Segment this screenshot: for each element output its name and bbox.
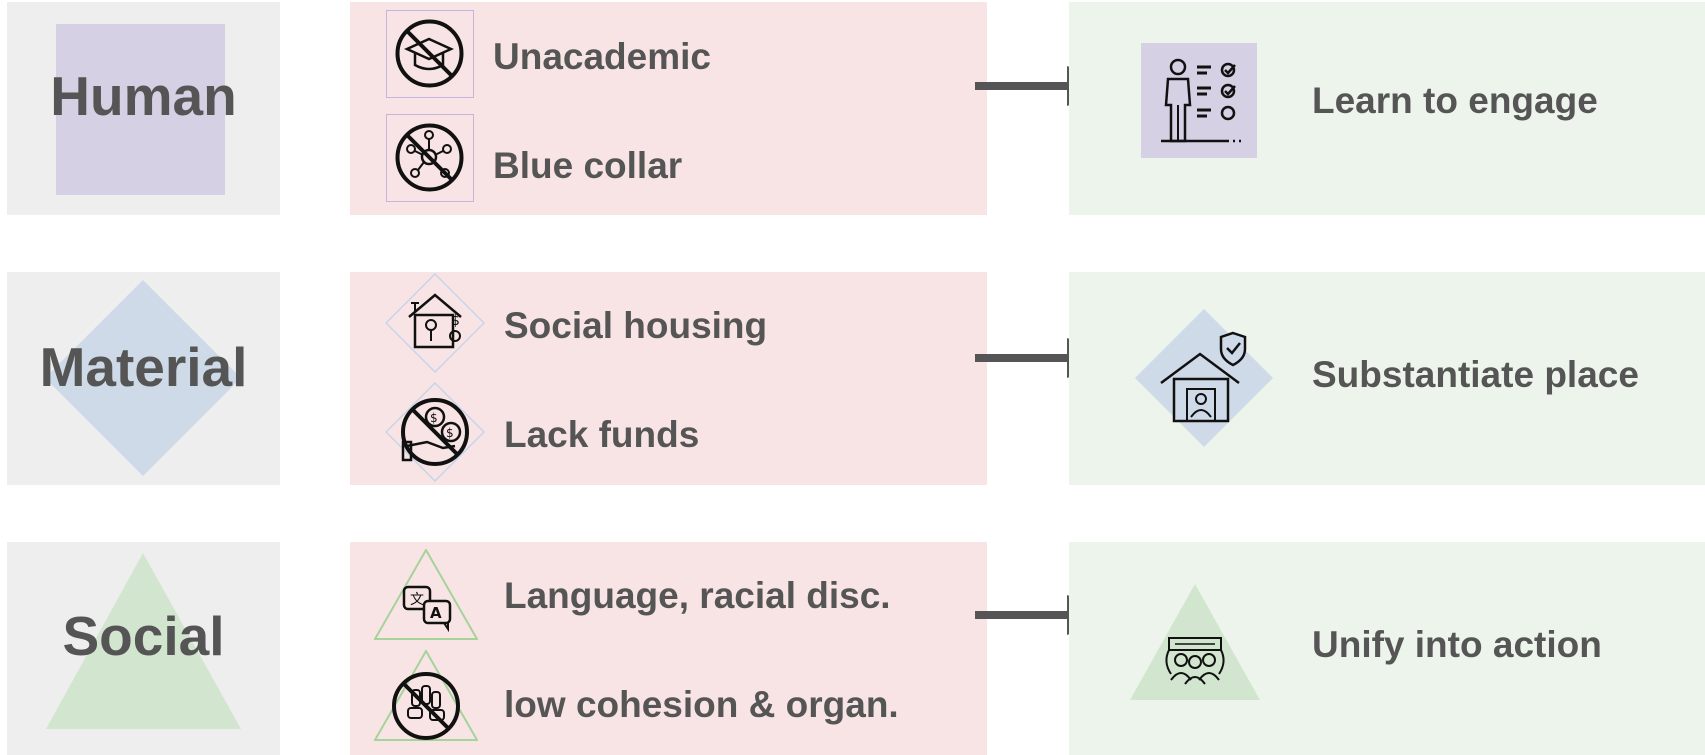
category-label-human: Human: [50, 65, 237, 127]
translate-icon: 文 A: [374, 549, 478, 641]
category-box-social: Social: [7, 542, 280, 755]
result-box-human: Learn to engage: [1069, 2, 1705, 215]
svg-text:文: 文: [410, 592, 424, 608]
category-label-social: Social: [62, 605, 225, 667]
svg-text:$: $: [446, 426, 454, 440]
no-network-icon: [386, 114, 474, 202]
no-money-hand-icon: $ $: [385, 382, 485, 482]
barrier-label: Lack funds: [504, 414, 700, 455]
barrier-box-human: Unacademic Blue collar: [350, 2, 987, 215]
category-box-material: Material: [7, 272, 280, 485]
barrier-label: Unacademic: [493, 36, 711, 77]
svg-text:$: $: [430, 411, 438, 425]
result-label: Unify into action: [1312, 624, 1602, 665]
diamond-shape: [45, 280, 241, 476]
no-joined-hands-icon: [374, 650, 478, 742]
no-graduation-cap-icon: [386, 10, 474, 98]
result-label: Learn to engage: [1312, 80, 1598, 121]
svg-text:A: A: [430, 604, 442, 622]
category-label-material: Material: [39, 336, 248, 398]
barrier-box-social: 文 A Language, racial disc. low cohesion …: [350, 542, 987, 755]
barrier-box-material: $ Social housing $ $ Lack funds: [350, 272, 987, 485]
category-box-human: Human: [7, 2, 280, 215]
group-banner-icon: [1129, 584, 1261, 700]
triangle-shape: [39, 553, 248, 729]
barrier-label: Social housing: [504, 305, 768, 346]
barrier-label: Language, racial disc.: [504, 575, 891, 616]
result-label: Substantiate place: [1312, 354, 1639, 395]
result-box-social: Unify into action: [1069, 542, 1705, 755]
square-shape: [56, 24, 225, 195]
svg-text:$: $: [451, 313, 460, 329]
person-checklist-icon: [1141, 43, 1257, 158]
barrier-label: low cohesion & organ.: [504, 684, 899, 725]
house-cost-icon: $: [385, 273, 485, 373]
barrier-label: Blue collar: [493, 145, 683, 186]
result-box-material: Substantiate place: [1069, 272, 1705, 485]
secure-home-icon: [1135, 309, 1273, 447]
